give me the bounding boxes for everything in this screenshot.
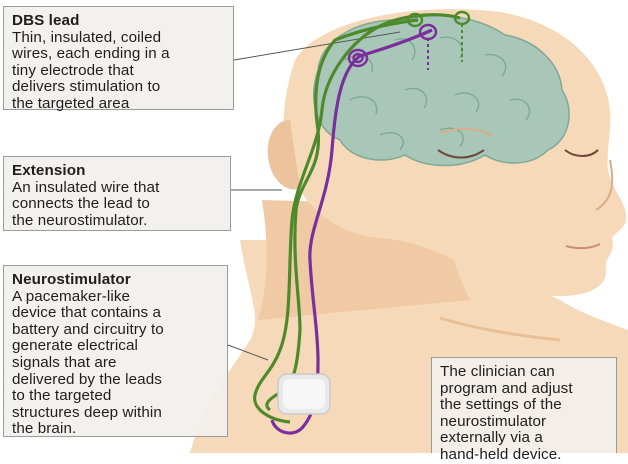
- dbs-lead-description: Thin, insulated, coiled wires, each endi…: [12, 30, 225, 113]
- extension-callout: Extension An insulated wire that connect…: [3, 156, 231, 231]
- neurostimulator-description: A pacemaker-like device that contains a …: [12, 289, 219, 438]
- extension-description: An insulated wire that connects the lead…: [12, 180, 222, 230]
- neurostimulator-callout: Neurostimulator A pacemaker-like device …: [3, 265, 228, 437]
- neurostimulator-title: Neurostimulator: [12, 272, 219, 289]
- clinician-callout: The clinician can program and adjust the…: [431, 357, 617, 453]
- extension-title: Extension: [12, 163, 222, 180]
- neurostimulator-device-icon: [278, 374, 330, 414]
- clinician-description: The clinician can program and adjust the…: [440, 364, 608, 464]
- dbs-lead-title: DBS lead: [12, 13, 225, 30]
- dbs-lead-callout: DBS lead Thin, insulated, coiled wires, …: [3, 6, 234, 110]
